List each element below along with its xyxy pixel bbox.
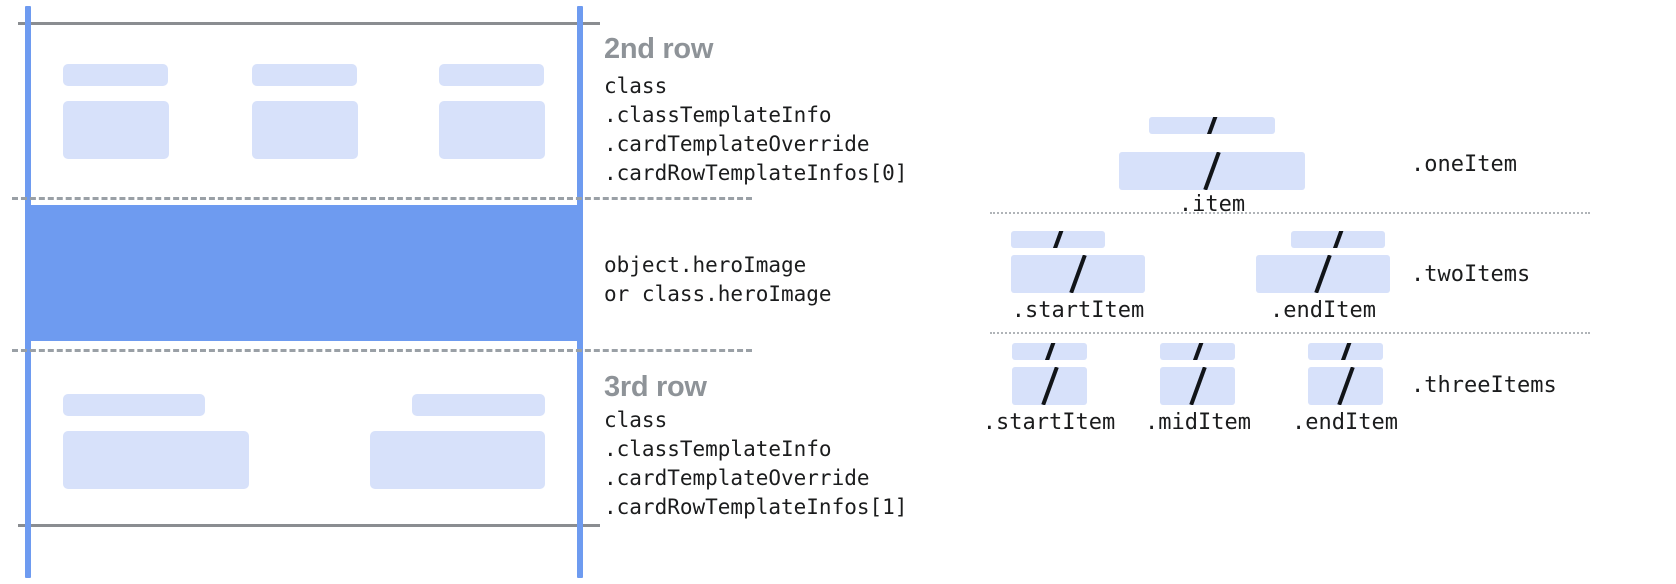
two-items-end-name: .endItem (1270, 298, 1376, 323)
card-mockup (0, 0, 752, 584)
slash-glyph (1314, 255, 1332, 293)
one-item-name: .item (1178, 192, 1246, 217)
two-items-end-value-bar (1256, 255, 1390, 293)
slash-glyph (1339, 343, 1352, 360)
three-items-start-name: .startItem (982, 410, 1116, 435)
three-items-end-value-bar (1308, 367, 1383, 405)
slash-glyph (1332, 231, 1344, 248)
slash-glyph (1203, 152, 1221, 190)
annotation-heading-2nd-row: 2nd row (604, 33, 714, 65)
one-item-value-bar (1119, 152, 1305, 190)
item-layouts-panel: .item .oneItem .startItem .endItem .twoI… (960, 0, 1676, 584)
row3-placeholder-value-1 (63, 431, 249, 489)
row2-placeholder-label-1 (63, 64, 168, 86)
three-items-end-name: .endItem (1292, 410, 1398, 435)
three-items-mid-value-bar (1160, 367, 1235, 405)
slash-glyph (1188, 367, 1207, 405)
row2-placeholder-value-2 (252, 101, 358, 159)
three-items-end-label-bar (1308, 343, 1383, 360)
row2-placeholder-value-3 (439, 101, 545, 159)
code-line: .classTemplateInfo (604, 437, 832, 461)
row3-placeholder-label-2 (412, 394, 545, 416)
three-items-group-label: .threeItems (1411, 373, 1557, 398)
two-items-start-label-bar (1011, 231, 1105, 248)
code-line: .classTemplateInfo (604, 103, 832, 127)
row2-placeholder-label-2 (252, 64, 357, 86)
slash-glyph (1043, 343, 1056, 360)
row2-placeholder-value-1 (63, 101, 169, 159)
code-line: class (604, 74, 668, 98)
one-item-group-label: .oneItem (1411, 152, 1517, 177)
code-line: class (604, 408, 668, 432)
slash-glyph (1206, 117, 1218, 134)
code-line: .cardRowTemplateInfos[1] (604, 495, 908, 519)
two-items-group-label: .twoItems (1411, 262, 1531, 287)
two-three-separator (990, 332, 1590, 334)
row2-placeholder-label-3 (439, 64, 544, 86)
slash-glyph (1069, 255, 1087, 293)
row3-placeholder-label-1 (63, 394, 205, 416)
slash-glyph (1052, 231, 1064, 248)
card-bottom-rule (18, 524, 600, 527)
three-items-mid-label-bar (1160, 343, 1235, 360)
three-items-start-value-bar (1012, 367, 1087, 405)
hero-image-band (28, 205, 580, 341)
slash-glyph (1191, 343, 1204, 360)
card-right-guide (577, 6, 583, 578)
two-items-start-name: .startItem (1011, 298, 1145, 323)
code-line: or class.heroImage (604, 282, 832, 306)
three-items-mid-name: .midItem (1145, 410, 1251, 435)
annotation-code-3rd-row: class .classTemplateInfo .cardTemplateOver… (604, 406, 907, 522)
row2-hero-separator (12, 197, 752, 200)
row3-placeholder-value-2 (370, 431, 545, 489)
card-top-rule (18, 22, 600, 25)
code-line: .cardTemplateOverride (604, 466, 870, 490)
code-line: object.heroImage (604, 253, 807, 277)
slash-glyph (1040, 367, 1059, 405)
annotation-code-hero-image: object.heroImage or class.heroImage (604, 251, 832, 309)
code-line: .cardRowTemplateInfos[0] (604, 161, 908, 185)
one-two-separator (990, 212, 1590, 214)
hero-row3-separator (12, 349, 752, 352)
code-line: .cardTemplateOverride (604, 132, 870, 156)
annotation-code-2nd-row: class .classTemplateInfo .cardTemplateOver… (604, 72, 907, 188)
annotation-heading-3rd-row: 3rd row (604, 371, 707, 403)
slash-glyph (1336, 367, 1355, 405)
two-items-start-value-bar (1011, 255, 1145, 293)
three-items-start-label-bar (1012, 343, 1087, 360)
two-items-end-label-bar (1291, 231, 1385, 248)
one-item-label-bar (1149, 117, 1275, 134)
